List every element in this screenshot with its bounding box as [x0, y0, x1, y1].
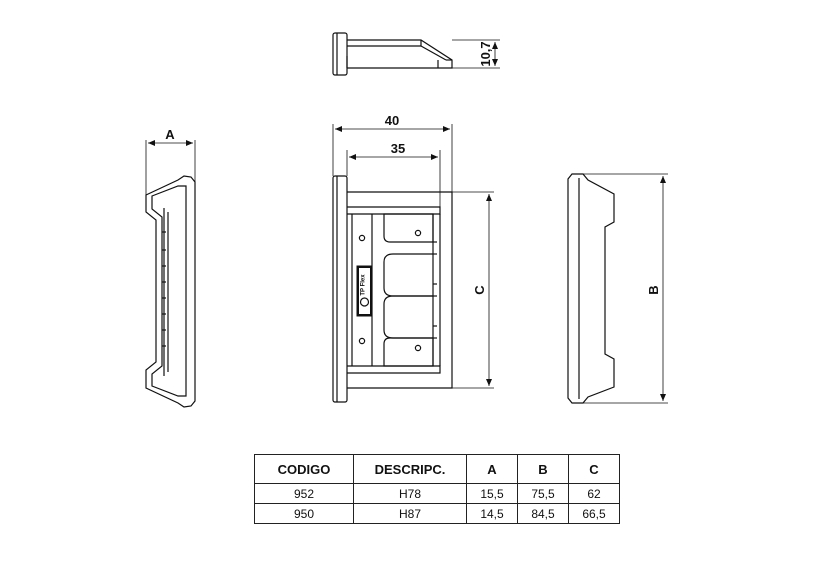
- dimension-a-label: A: [165, 127, 175, 142]
- logo-badge: TP Flex: [356, 265, 373, 317]
- spec-table: CODIGO DESCRIPC. A B C 952 H78 15,5 75,5…: [254, 454, 620, 524]
- cell-b: 84,5: [517, 503, 569, 524]
- table-row: 950 H87 14,5 84,5 66,5: [254, 503, 620, 524]
- header-codigo: CODIGO: [254, 454, 354, 484]
- header-c: C: [568, 454, 620, 484]
- cell-codigo: 952: [254, 483, 354, 504]
- cell-c: 66,5: [568, 503, 620, 524]
- dimension-c-label: C: [472, 285, 487, 295]
- header-a: A: [466, 454, 518, 484]
- top-view: [332, 32, 453, 76]
- dimension-a: [145, 140, 196, 195]
- cell-c: 62: [568, 483, 620, 504]
- cell-a: 14,5: [466, 503, 518, 524]
- dimension-width-total-label: 40: [385, 113, 399, 128]
- front-view: [332, 175, 453, 403]
- cell-a: 15,5: [466, 483, 518, 504]
- cell-codigo: 950: [254, 503, 354, 524]
- dimension-b-label: B: [646, 285, 661, 294]
- cell-b: 75,5: [517, 483, 569, 504]
- right-view: [567, 173, 615, 404]
- dimension-width-inner-label: 35: [391, 141, 405, 156]
- table-row: 952 H78 15,5 75,5 62: [254, 483, 620, 504]
- dimension-c: [452, 191, 494, 389]
- dimension-height-label: 10,7: [478, 41, 493, 66]
- dimension-height: [452, 39, 500, 69]
- left-view: [145, 175, 196, 408]
- header-b: B: [517, 454, 569, 484]
- dimension-b: [583, 173, 668, 404]
- cell-descripc: H87: [353, 503, 467, 524]
- logo-text: TP Flex: [361, 274, 367, 296]
- table-header-row: CODIGO DESCRIPC. A B C: [254, 454, 620, 484]
- dimension-width-total: [332, 124, 453, 192]
- dimension-width-inner: [346, 150, 441, 207]
- cell-descripc: H78: [353, 483, 467, 504]
- header-descripc: DESCRIPC.: [353, 454, 467, 484]
